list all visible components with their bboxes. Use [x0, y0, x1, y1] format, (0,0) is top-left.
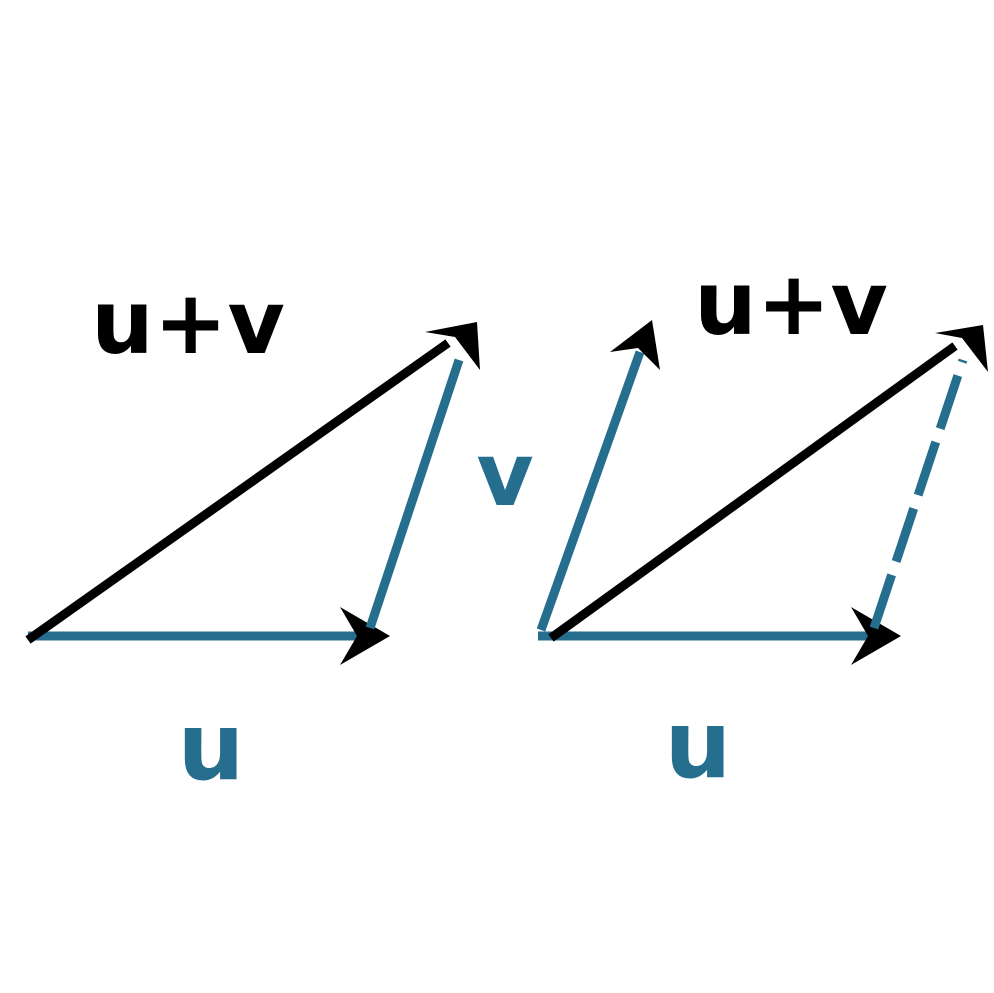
left-sum-vector [25, 322, 480, 644]
left-v-vector [365, 358, 464, 630]
left-figure: u+v v u [25, 271, 534, 802]
right-u-vector [538, 607, 901, 665]
right-sum-label: u+v [694, 252, 888, 355]
right-v-vector [536, 320, 660, 632]
right-figure: u+v u [536, 252, 988, 800]
left-u-vector [28, 607, 390, 665]
left-u-label: u [178, 693, 245, 802]
left-sum-label: u+v [91, 271, 285, 374]
right-sum-vector [548, 325, 988, 642]
right-u-label: u [665, 691, 732, 800]
left-v-label: v [476, 423, 533, 526]
right-v-dashed-translate [869, 358, 968, 630]
